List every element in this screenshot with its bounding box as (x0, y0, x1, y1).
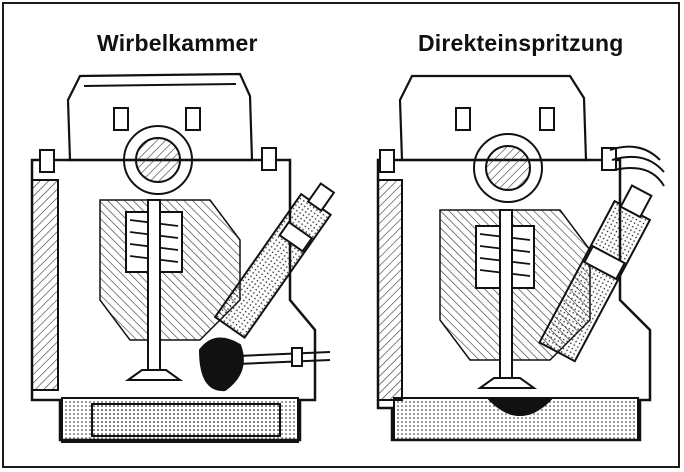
wirbelkammer-section (30, 72, 336, 443)
caption-wirbelkammer: Wirbelkammer (97, 30, 258, 56)
caption-direkteinspritzung: Direkteinspritzung (418, 30, 624, 56)
direkteinspritzung-section (376, 74, 665, 442)
